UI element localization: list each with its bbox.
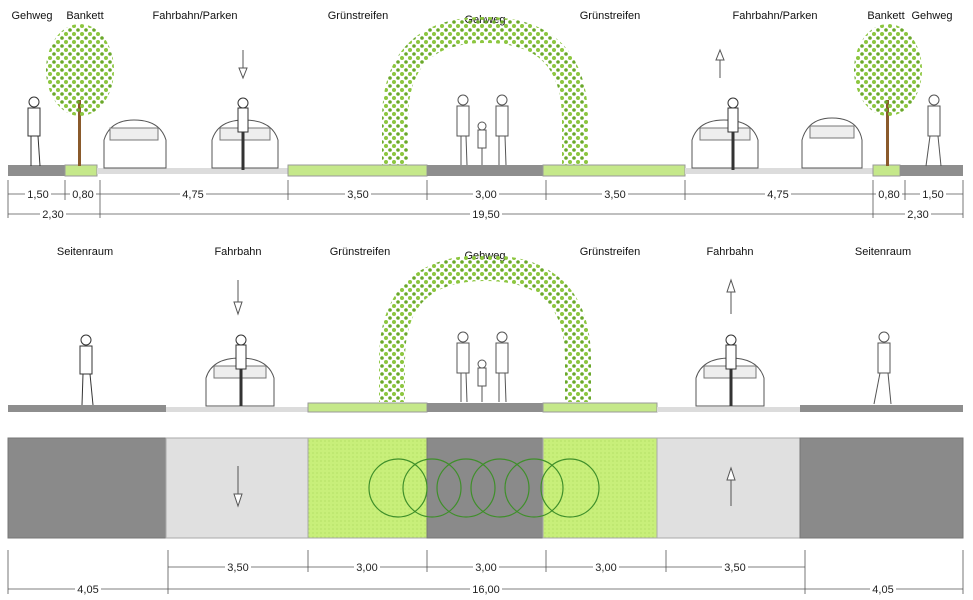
- label-gruenstreifen-right: Grünstreifen: [580, 246, 641, 258]
- top-section: Gehweg Bankett Fahrbahn/Parken Grünstrei…: [7, 10, 964, 221]
- label-fahrbahn-right: Fahrbahn: [706, 246, 753, 258]
- dim-gehweg-left: 1,50: [27, 189, 48, 201]
- dim-total-right: 2,30: [907, 209, 928, 221]
- label-fahrbahn-left: Fahrbahn: [214, 246, 261, 258]
- label-bankett-right: Bankett: [867, 10, 904, 22]
- plan-fahrbahn-right: [656, 437, 801, 539]
- pedestrian-icon: [27, 96, 41, 167]
- middle-ground: [8, 402, 963, 413]
- dim-total-left: 2,30: [42, 209, 63, 221]
- label-seitenraum-right: Seitenraum: [855, 246, 911, 258]
- dim-fahrbahn-left: 4,75: [182, 189, 203, 201]
- label-seitenraum-left: Seitenraum: [57, 246, 113, 258]
- dim-fahrbahn-left: 3,50: [227, 562, 248, 574]
- plan-seitenraum-left: [7, 437, 167, 539]
- pedestrian-icon: [925, 94, 942, 167]
- car-icon: [211, 119, 279, 169]
- dim-gruen-right: 3,00: [595, 562, 616, 574]
- dim-total-center: 19,50: [472, 209, 500, 221]
- tree-icon: [854, 24, 922, 166]
- arrow-down-icon: [238, 50, 248, 80]
- label-gruenstreifen-right: Grünstreifen: [580, 10, 641, 22]
- arrow-up-icon: [726, 278, 736, 314]
- label-gruenstreifen-left: Grünstreifen: [328, 10, 389, 22]
- cyclist-icon: [725, 334, 737, 406]
- dim-fahrbahn-right: 4,75: [767, 189, 788, 201]
- pedestrian-icon: [79, 334, 94, 406]
- arrow-down-icon: [233, 280, 243, 316]
- arrow-up-icon: [715, 48, 725, 78]
- label-fahrbahn-parken-left: Fahrbahn/Parken: [153, 10, 238, 22]
- dim-total-center: 16,00: [472, 584, 500, 596]
- arrow-up-icon: [726, 466, 736, 506]
- family-icon: [456, 94, 509, 166]
- dim-gruen-left: 3,00: [356, 562, 377, 574]
- dim-seitenraum-left: 4,05: [77, 584, 98, 596]
- dim-bankett-right: 0,80: [878, 189, 899, 201]
- plan-view: 3,50 3,00 3,00 3,00 3,50 4,05 16,00 4,05: [7, 437, 964, 596]
- dim-bankett-left: 0,80: [72, 189, 93, 201]
- car-icon: [103, 119, 167, 169]
- plan-seitenraum-right: [799, 437, 964, 539]
- label-fahrbahn-parken-right: Fahrbahn/Parken: [733, 10, 818, 22]
- label-bankett-left: Bankett: [66, 10, 103, 22]
- car-icon: [801, 117, 863, 169]
- middle-section: Seitenraum Fahrbahn Grünstreifen Gehweg …: [8, 246, 963, 413]
- cyclist-icon: [235, 334, 247, 406]
- dim-gehweg-center: 3,00: [475, 189, 496, 201]
- tree-arch-icon: [382, 16, 588, 165]
- dim-fahrbahn-right: 3,50: [724, 562, 745, 574]
- dim-gruen-right: 3,50: [604, 189, 625, 201]
- family-icon: [456, 331, 509, 403]
- dim-gruen-left: 3,50: [347, 189, 368, 201]
- pedestrian-icon: [873, 331, 892, 405]
- tree-icon: [46, 24, 114, 166]
- label-gehweg-right: Gehweg: [912, 10, 953, 22]
- dim-seitenraum-right: 4,05: [872, 584, 893, 596]
- plan-gehweg: [426, 437, 544, 539]
- top-ground: [8, 164, 963, 177]
- label-gehweg-left: Gehweg: [12, 10, 53, 22]
- cyclist-icon: [727, 97, 739, 170]
- cyclist-icon: [237, 97, 249, 170]
- tree-arch-icon: [379, 254, 591, 402]
- plan-gruen-right: [542, 437, 658, 539]
- arrow-down-icon: [233, 466, 243, 508]
- car-icon: [691, 119, 759, 169]
- plan-fahrbahn-left: [165, 437, 309, 539]
- dim-gehweg: 3,00: [475, 562, 496, 574]
- plan-gruen-left: [307, 437, 428, 539]
- dim-gehweg-right: 1,50: [922, 189, 943, 201]
- label-gruenstreifen-left: Grünstreifen: [330, 246, 391, 258]
- tree-canopy-icons: [368, 458, 600, 518]
